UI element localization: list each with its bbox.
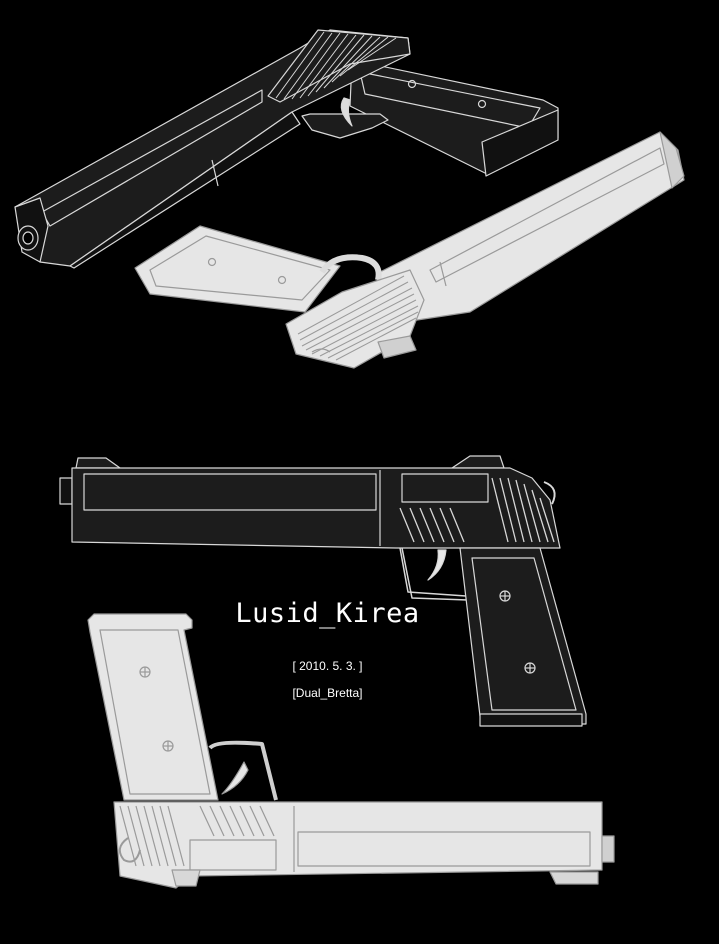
grip-screw-icon xyxy=(162,740,174,752)
grip-screw-icon xyxy=(139,666,151,678)
grip-screw-icon xyxy=(407,79,417,89)
grip-screw-icon xyxy=(524,662,536,674)
creation-date: [ 2010. 5. 3. ] xyxy=(292,659,363,673)
white-pistol-side-inverted xyxy=(87,613,615,889)
black-pistol-perspective xyxy=(14,29,559,269)
grip-screw-icon xyxy=(477,99,487,109)
black-pistol-side xyxy=(59,455,587,727)
author-signature: Lusid_Kirea xyxy=(235,598,420,629)
grip-screw-icon xyxy=(499,590,511,602)
white-pistol-perspective xyxy=(134,131,685,369)
grip-screw-icon xyxy=(277,275,287,285)
grip-screw-icon xyxy=(207,257,217,267)
model-name: [Dual_Bretta] xyxy=(292,686,363,700)
